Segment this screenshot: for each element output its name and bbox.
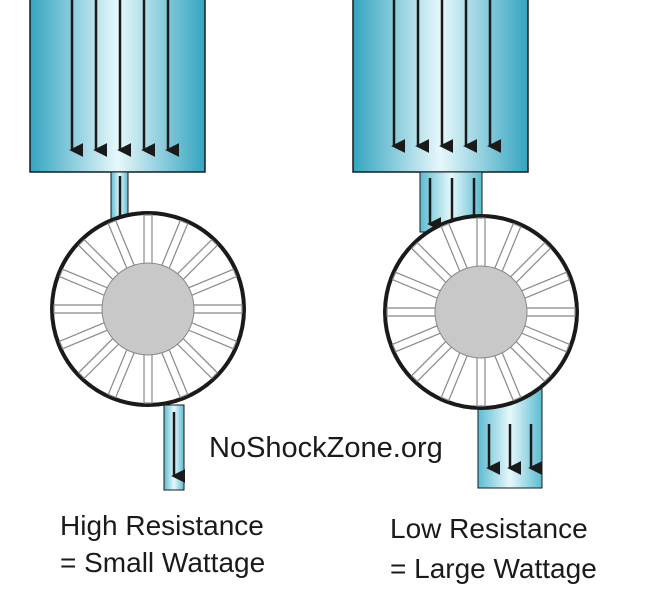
- right-water-wheel: [383, 214, 579, 410]
- left-caption-line2: = Small Wattage: [60, 547, 266, 578]
- left-water-wheel: [50, 211, 246, 407]
- wheel-paddle: [143, 214, 153, 270]
- right-wheel-hub: [434, 265, 528, 359]
- wheel-paddle: [386, 307, 442, 317]
- left-wheel-hub: [101, 262, 195, 356]
- wheel-paddle: [476, 217, 486, 273]
- wheel-paddle: [53, 304, 109, 314]
- right-caption-line2: = Large Wattage: [390, 553, 597, 584]
- right-water-tank: [352, 0, 529, 173]
- watermark-text: NoShockZone.org: [209, 432, 443, 464]
- left-caption-line1: High Resistance: [60, 510, 264, 541]
- wheel-paddle: [143, 348, 153, 404]
- left-system: [29, 0, 246, 491]
- left-water-tank: [29, 0, 206, 173]
- right-tank-flow-arrows: [391, 0, 502, 153]
- wheel-paddle: [476, 351, 486, 407]
- wheel-paddle: [187, 304, 243, 314]
- left-tank-flow-arrows: [69, 0, 180, 157]
- wheel-paddle: [520, 307, 576, 317]
- right-caption-line1: Low Resistance: [390, 513, 588, 544]
- right-system: [352, 0, 579, 489]
